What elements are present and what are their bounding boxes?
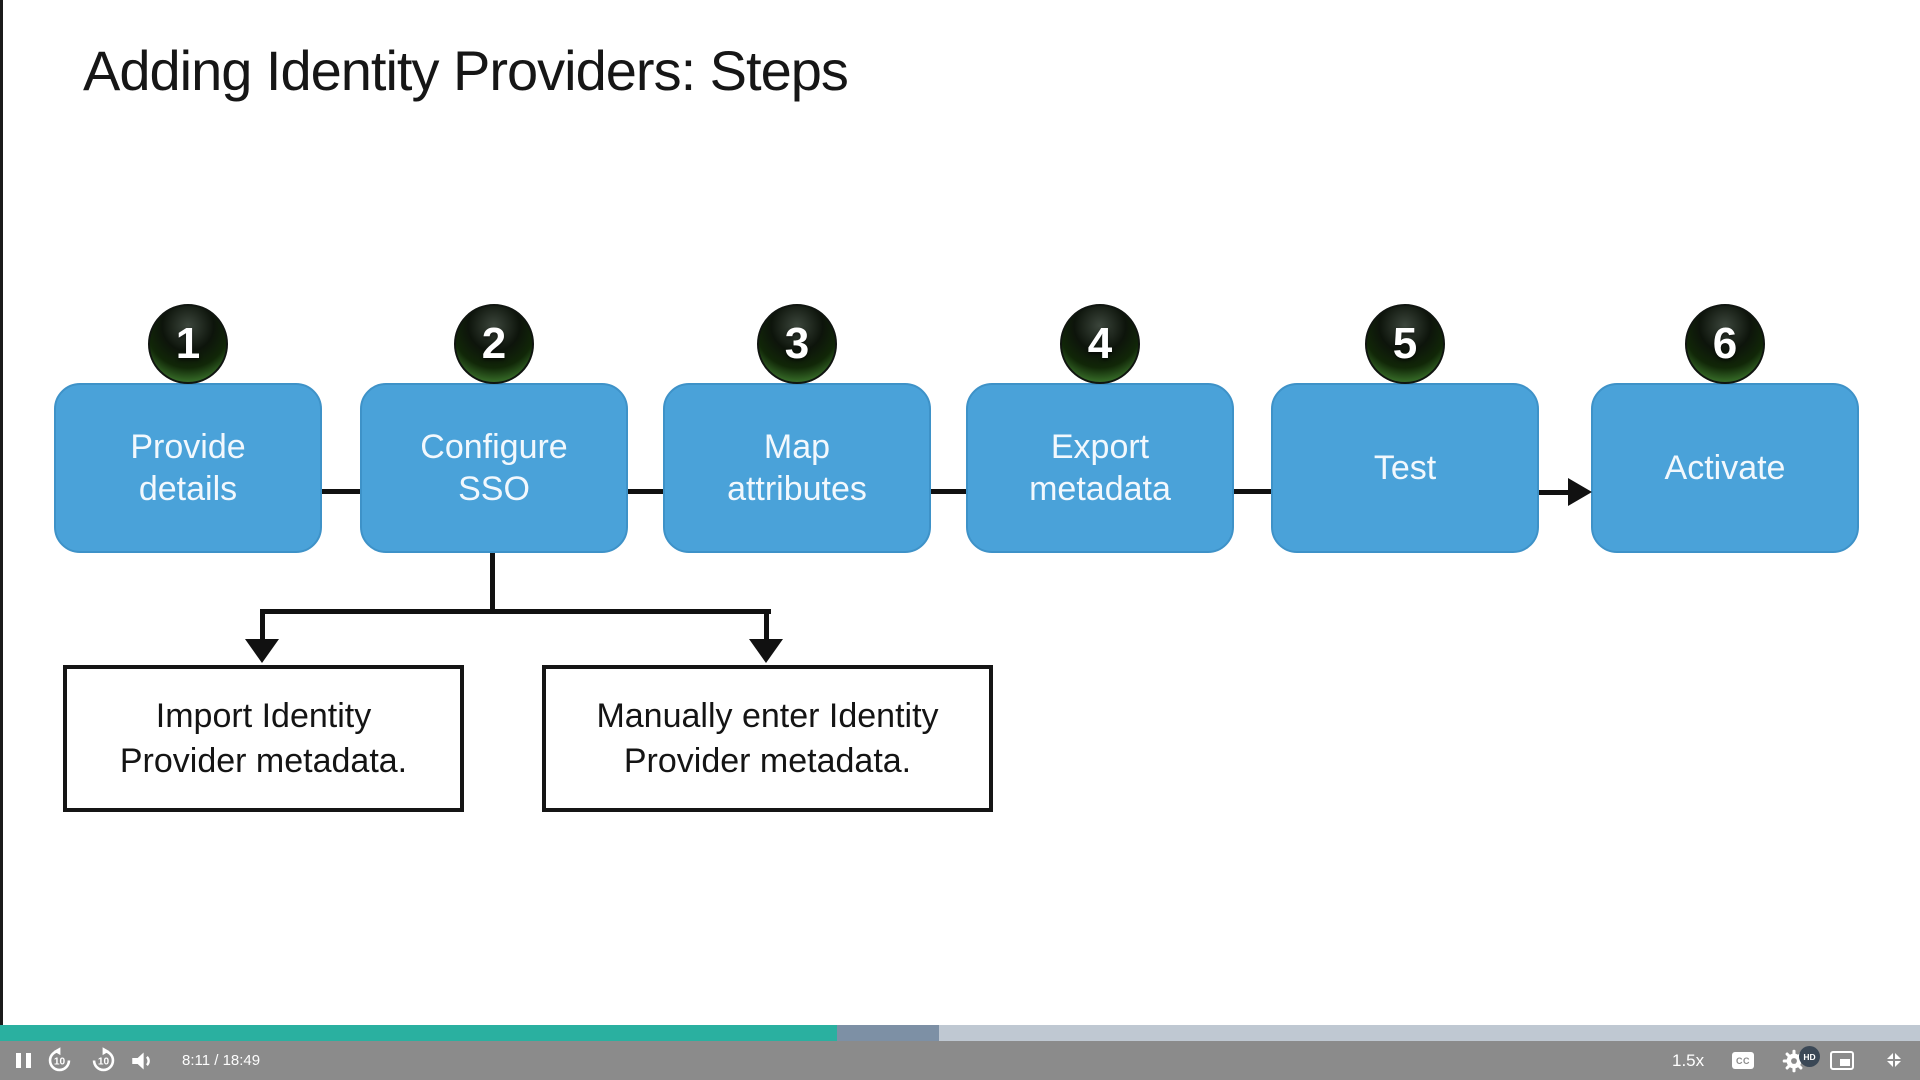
option-text-line: Provider metadata. bbox=[623, 741, 912, 780]
step-box: Export metadata bbox=[966, 383, 1234, 553]
step-label-line: Activate bbox=[1664, 449, 1786, 487]
hd-quality-badge[interactable]: HD bbox=[1799, 1046, 1820, 1067]
pause-button[interactable] bbox=[16, 1053, 32, 1068]
exit-fullscreen-icon[interactable] bbox=[1884, 1050, 1904, 1070]
option-box-import-metadata: Import Identity Provider metadata. bbox=[63, 665, 464, 812]
step-number-badge: 4 bbox=[1060, 304, 1140, 384]
step-provide-details: 1 Provide details bbox=[54, 304, 322, 554]
window-left-border bbox=[0, 0, 3, 1080]
connector-line bbox=[931, 489, 966, 494]
step-label-line: metadata bbox=[1029, 470, 1171, 508]
right-arrow-icon bbox=[1568, 478, 1592, 506]
step-number-badge: 2 bbox=[454, 304, 534, 384]
player-controls: 10 10 8:11 / 18:49 1.5x CC bbox=[0, 1041, 1920, 1080]
step-label-line: Configure bbox=[420, 428, 568, 466]
step-export-metadata: 4 Export metadata bbox=[966, 304, 1234, 554]
step-number-badge: 1 bbox=[148, 304, 228, 384]
option-text-line: Manually enter Identity bbox=[596, 696, 939, 735]
step-test: 5 Test bbox=[1271, 304, 1539, 554]
option-text-line: Provider metadata. bbox=[119, 741, 408, 780]
connector-line bbox=[1234, 489, 1271, 494]
forward-10-icon[interactable]: 10 bbox=[90, 1047, 117, 1074]
captions-button[interactable]: CC bbox=[1732, 1052, 1754, 1069]
time-display: 8:11 / 18:49 bbox=[182, 1052, 261, 1069]
svg-text:10: 10 bbox=[54, 1056, 66, 1067]
step-box: Map attributes bbox=[663, 383, 931, 553]
step-configure-sso: 2 Configure SSO bbox=[360, 304, 628, 554]
step-number-badge: 6 bbox=[1685, 304, 1765, 384]
option-text-line: Import Identity bbox=[155, 696, 372, 735]
connector-arrow-line bbox=[1539, 490, 1569, 495]
picture-in-picture-button[interactable] bbox=[1830, 1051, 1854, 1070]
connector-line bbox=[628, 489, 663, 494]
branch-horizontal-line bbox=[260, 609, 771, 614]
step-box: Configure SSO bbox=[360, 383, 628, 553]
progress-bar[interactable] bbox=[0, 1025, 1920, 1041]
playback-speed-button[interactable]: 1.5x bbox=[1672, 1051, 1705, 1070]
settings-gear-icon[interactable] bbox=[1781, 1048, 1807, 1074]
connector-line bbox=[322, 489, 360, 494]
svg-text:10: 10 bbox=[98, 1056, 110, 1067]
branch-right-stub bbox=[764, 609, 769, 640]
step-label-line: Test bbox=[1373, 449, 1437, 487]
step-number-badge: 5 bbox=[1365, 304, 1445, 384]
step-activate: 6 Activate bbox=[1591, 304, 1859, 554]
step-box: Activate bbox=[1591, 383, 1859, 553]
branch-left-stub bbox=[260, 609, 265, 640]
rewind-10-icon[interactable]: 10 bbox=[46, 1047, 73, 1074]
progress-buffered bbox=[837, 1025, 939, 1041]
volume-icon[interactable] bbox=[129, 1048, 155, 1074]
step-box: Test bbox=[1271, 383, 1539, 553]
down-arrow-icon bbox=[245, 639, 279, 663]
step-label-line: Map bbox=[763, 428, 831, 466]
slide-title: Adding Identity Providers: Steps bbox=[83, 39, 849, 102]
step-label-line: attributes bbox=[727, 470, 867, 508]
progress-played bbox=[0, 1025, 838, 1041]
branch-stem-line bbox=[490, 553, 495, 611]
step-label-line: Export bbox=[1050, 428, 1150, 466]
step-number-badge: 3 bbox=[757, 304, 837, 384]
step-map-attributes: 3 Map attributes bbox=[663, 304, 931, 554]
step-label-line: details bbox=[138, 470, 238, 508]
step-box: Provide details bbox=[54, 383, 322, 553]
step-label-line: Provide bbox=[130, 428, 246, 466]
step-label-line: SSO bbox=[458, 470, 530, 508]
option-box-manual-metadata: Manually enter Identity Provider metadat… bbox=[542, 665, 993, 812]
down-arrow-icon bbox=[749, 639, 783, 663]
